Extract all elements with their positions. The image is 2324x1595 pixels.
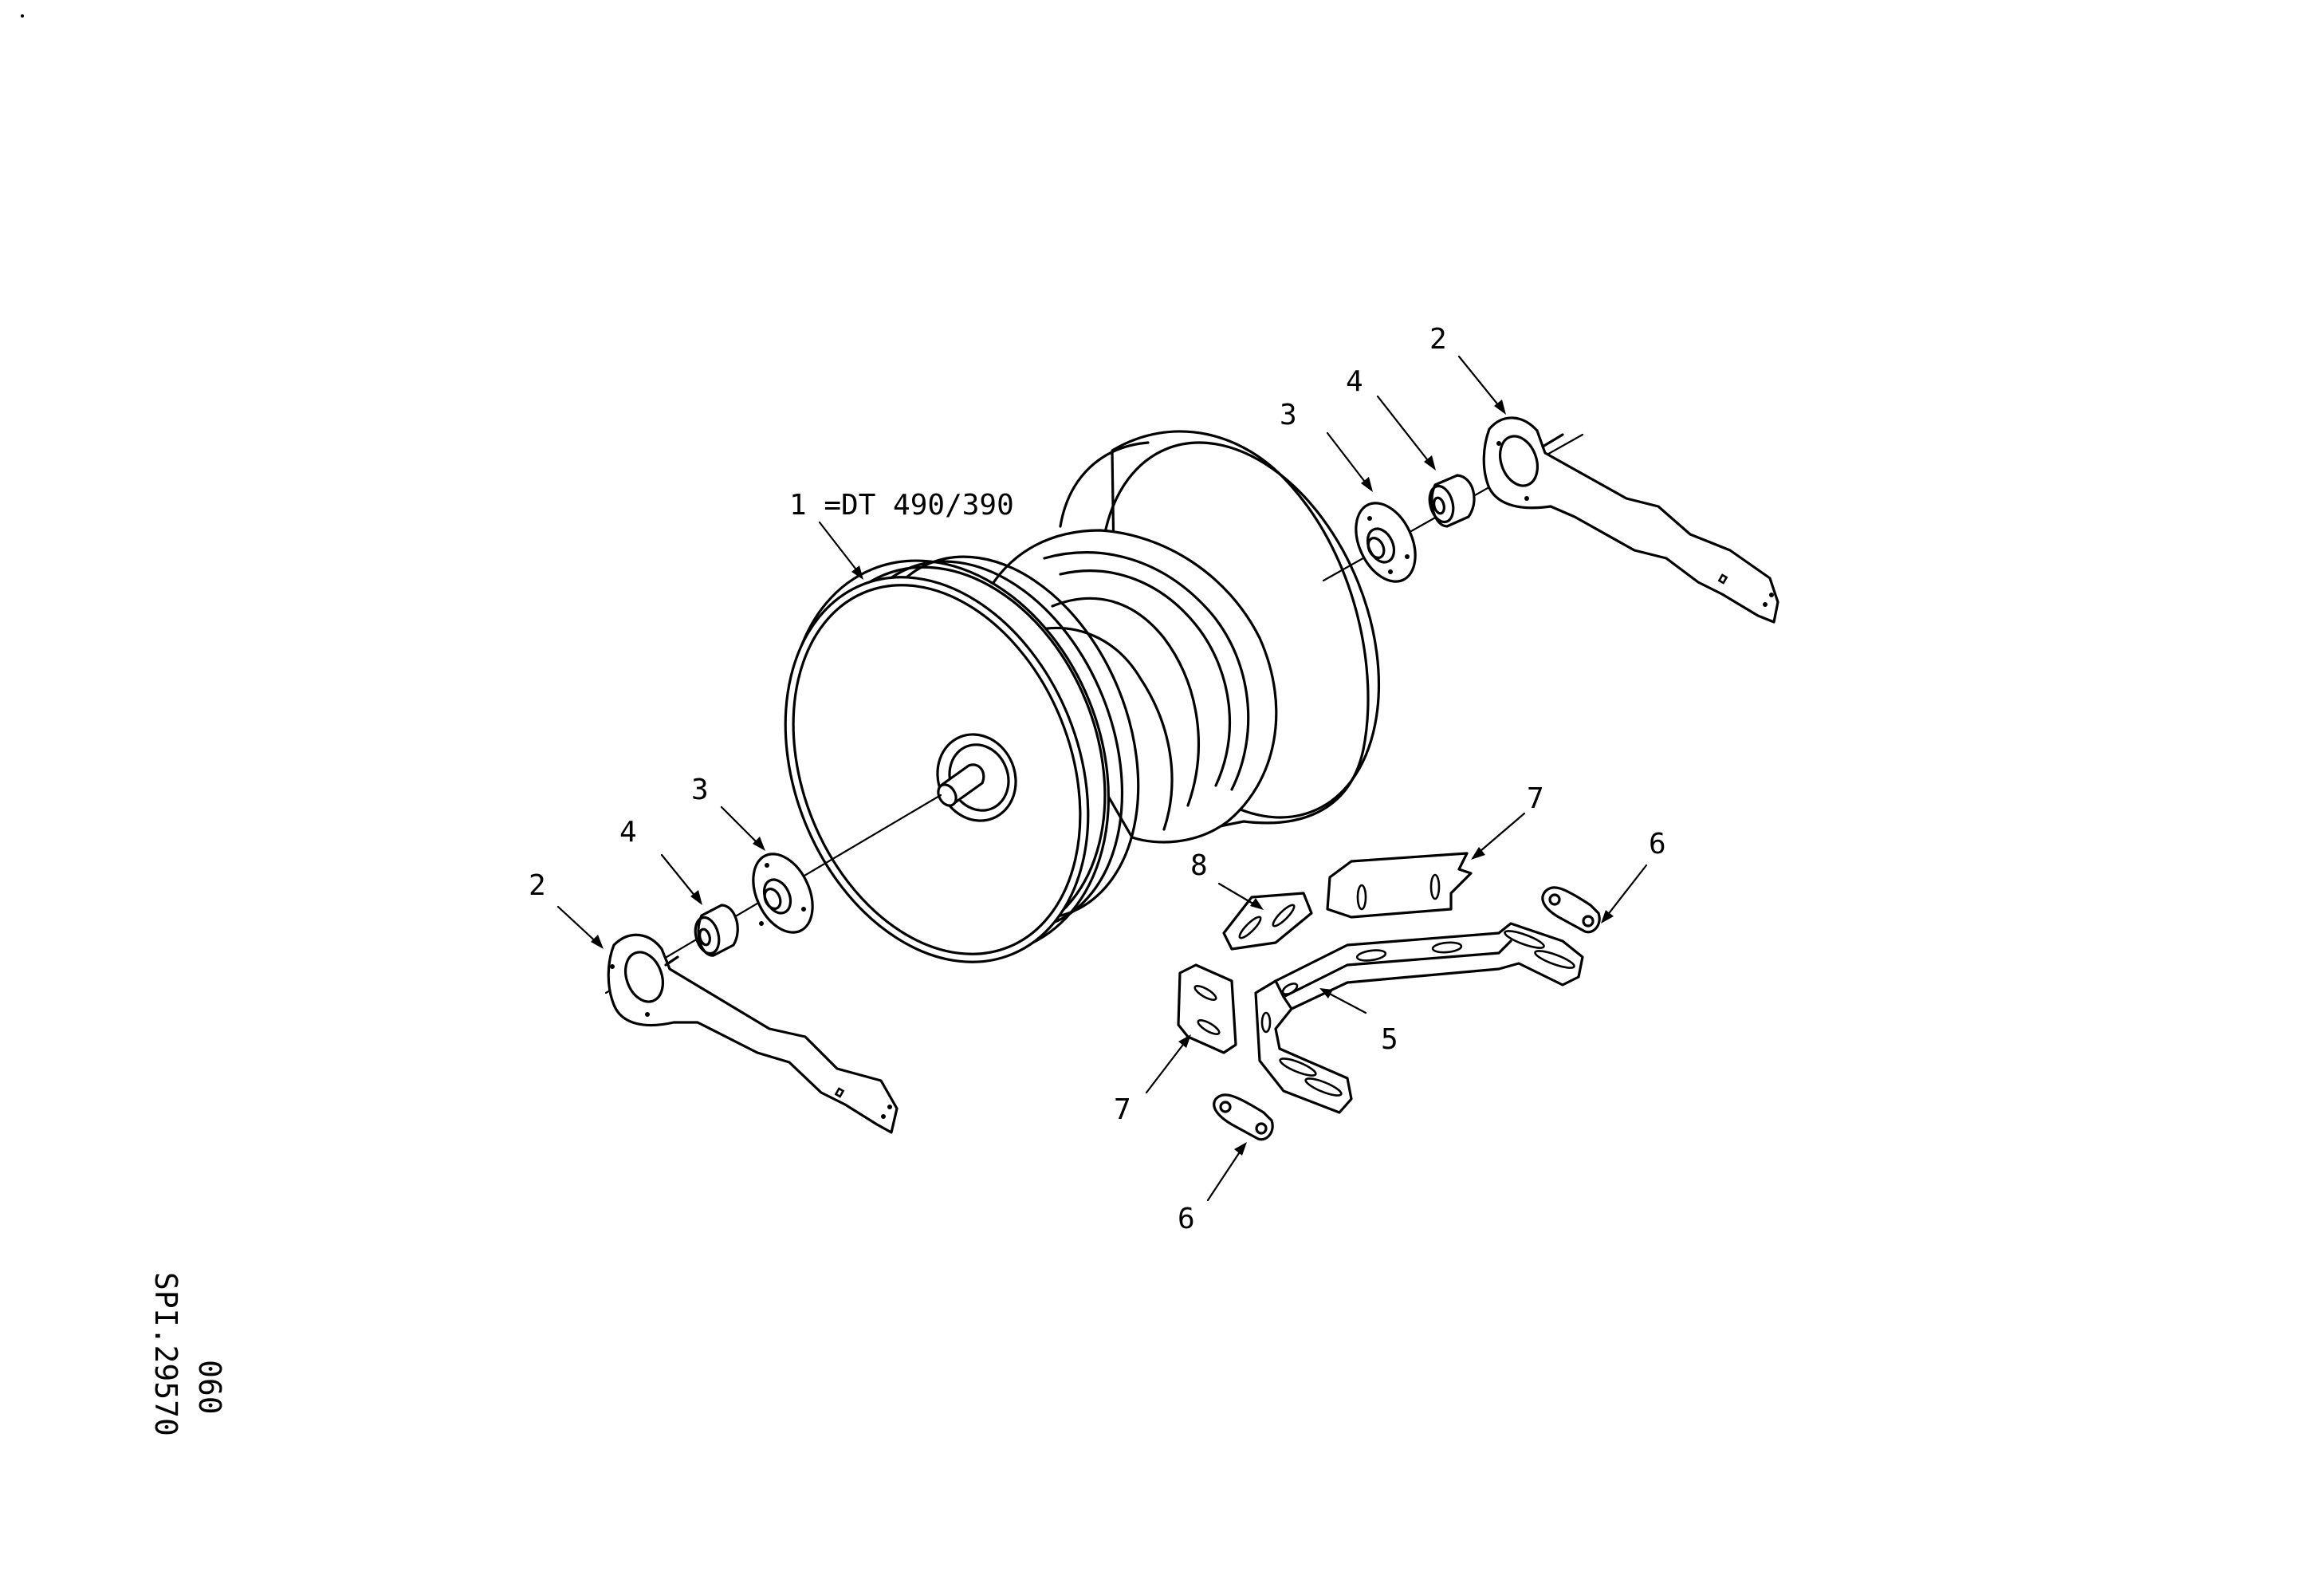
clamp-right bbox=[1541, 886, 1601, 934]
drawing-code: SPI.29570 bbox=[148, 1272, 183, 1436]
plate-upper bbox=[1326, 852, 1473, 919]
label-nut-right: 4 bbox=[1346, 365, 1363, 398]
drawing-code-suffix: 060 bbox=[192, 1360, 227, 1415]
nut-left bbox=[694, 904, 739, 957]
clamp-lower bbox=[1213, 1093, 1274, 1141]
label-nut-left: 4 bbox=[619, 816, 637, 849]
pad bbox=[1222, 892, 1313, 951]
wheel-rim bbox=[784, 430, 1381, 963]
label-bar-left: 2 bbox=[529, 869, 546, 902]
plate-lower bbox=[1177, 963, 1237, 1054]
washer-right bbox=[1355, 502, 1417, 583]
label-clamp-lower: 6 bbox=[1178, 1203, 1195, 1235]
nut-right bbox=[1428, 474, 1476, 528]
label-washer-left: 3 bbox=[691, 774, 709, 806]
label-plate-upper: 7 bbox=[1527, 782, 1544, 815]
washer-left bbox=[752, 853, 814, 934]
leader-arrows bbox=[556, 355, 1648, 1202]
label-clamp-right: 6 bbox=[1649, 828, 1666, 861]
support-bar-left bbox=[607, 933, 899, 1134]
label-bracket: 5 bbox=[1381, 1023, 1398, 1056]
label-washer-right: 3 bbox=[1280, 399, 1297, 431]
label-plate-lower: 7 bbox=[1114, 1093, 1131, 1126]
mounting-bracket bbox=[1254, 922, 1584, 1114]
label-bar-right: 2 bbox=[1429, 323, 1447, 356]
support-bar-right bbox=[1482, 416, 1779, 624]
label-wheel: 1 =DT 490/390 bbox=[789, 489, 1014, 522]
label-pad: 8 bbox=[1190, 849, 1208, 882]
corner-dot bbox=[21, 14, 24, 18]
